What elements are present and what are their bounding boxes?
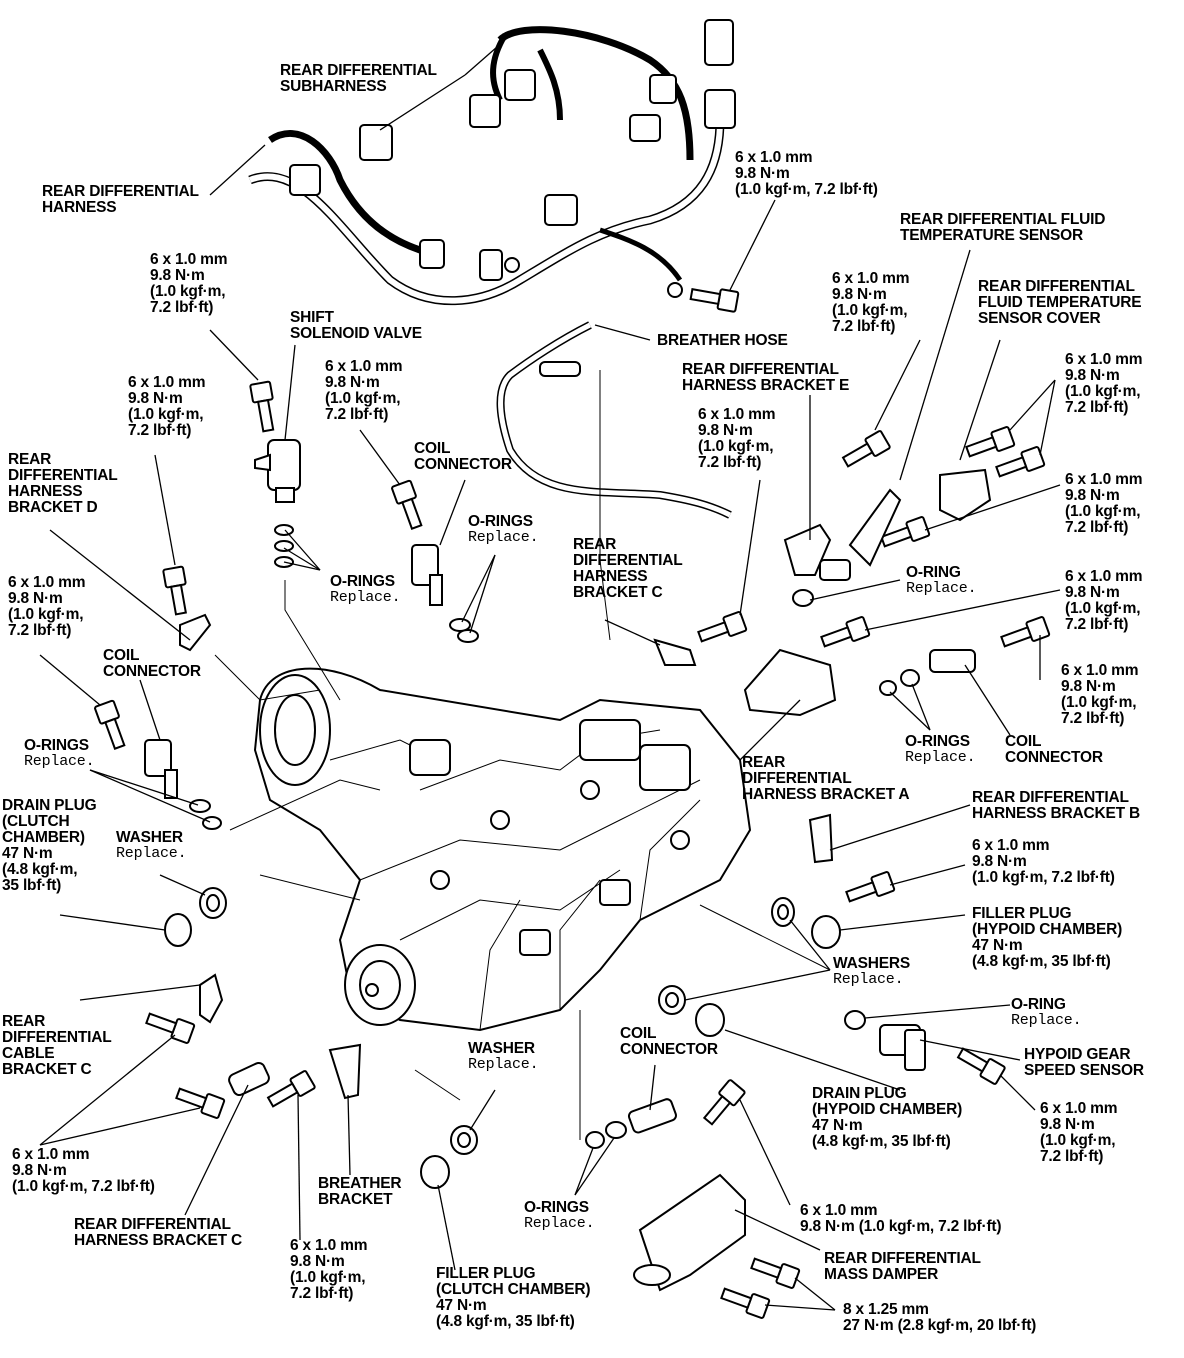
label-breather-hose: BREATHER HOSE <box>657 332 788 349</box>
label-filler-plug-clutch: FILLER PLUG(CLUTCH CHAMBER)47 N·m(4.8 kg… <box>436 1265 591 1330</box>
label-filler-plug-hypoid: FILLER PLUG(HYPOID CHAMBER)47 N·m(4.8 kg… <box>972 905 1123 970</box>
label-drain-plug-hypoid: DRAIN PLUG(HYPOID CHAMBER)47 N·m(4.8 kgf… <box>812 1085 963 1150</box>
leader-lines <box>39 39 1061 1311</box>
differential-housing <box>253 667 752 1032</box>
breather-hose <box>496 321 732 519</box>
small-parts <box>94 288 1051 1319</box>
rear-differential-harness <box>248 19 736 306</box>
